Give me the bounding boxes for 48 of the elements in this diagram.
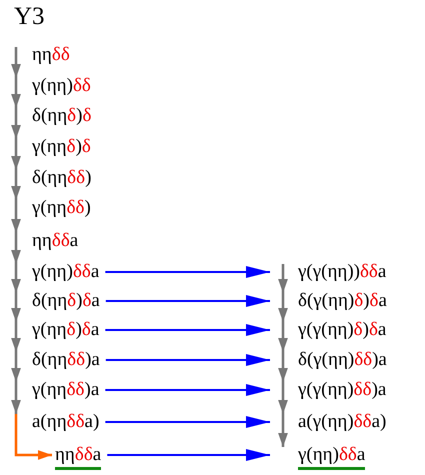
arrow (278, 293, 288, 322)
expression: δ(ηηδ)δa (32, 289, 100, 313)
expression: δ(ηηδδ)a (32, 348, 100, 372)
arrow (11, 293, 21, 322)
arrow (11, 382, 21, 414)
expression: a(γ(ηη)δδa) (298, 410, 386, 434)
arrow (105, 416, 270, 428)
arrow (106, 354, 270, 366)
expression: δ(ηηδ)δ (32, 104, 92, 128)
arrow (11, 139, 21, 170)
arrow (11, 264, 21, 293)
expression: γ(γ(ηη)δ)δa (298, 318, 386, 342)
arrow (11, 108, 21, 139)
expression: γ(ηηδ)δa (32, 318, 100, 342)
expression: ηηδδ (32, 43, 70, 67)
arrow (107, 449, 270, 461)
arrow (278, 264, 288, 293)
arrow (105, 324, 270, 336)
arrow (278, 322, 288, 352)
expression: ηηδδa (10, 443, 102, 467)
arrow (278, 352, 288, 382)
arrow (11, 233, 21, 264)
title: Y3 (14, 2, 45, 32)
arrow (278, 382, 288, 414)
arrow (11, 47, 21, 78)
expression: a(ηηδδa) (32, 410, 100, 434)
expression: γ(γ(ηη))δδa (298, 260, 386, 284)
expression: δ(γ(ηη)δ)δa (298, 289, 387, 313)
expression: δ(γ(ηη)δδ)a (298, 348, 387, 372)
arrow (11, 78, 21, 108)
arrow (105, 266, 270, 278)
expression: γ(ηηδ)δ (32, 135, 91, 159)
arrow (11, 322, 21, 352)
arrow (106, 295, 270, 307)
arrow (14, 414, 52, 460)
expression: γ(γ(ηη)δδ)a (298, 378, 386, 402)
arrow (11, 352, 21, 382)
expression: γ(ηηδδ) (32, 196, 91, 220)
arrow (105, 384, 270, 396)
expression: ηηδδa (32, 229, 78, 253)
expression: γ(ηηδδ)a (32, 378, 100, 402)
arrow (11, 170, 21, 200)
expression: γ(ηη)δδa (32, 260, 100, 284)
arrow (278, 414, 288, 447)
expression: γ(ηη)δδ (32, 74, 91, 98)
expression: δ(ηηδδ) (32, 166, 92, 190)
expression: γ(ηη)δδa (298, 443, 366, 467)
arrow (11, 200, 21, 233)
